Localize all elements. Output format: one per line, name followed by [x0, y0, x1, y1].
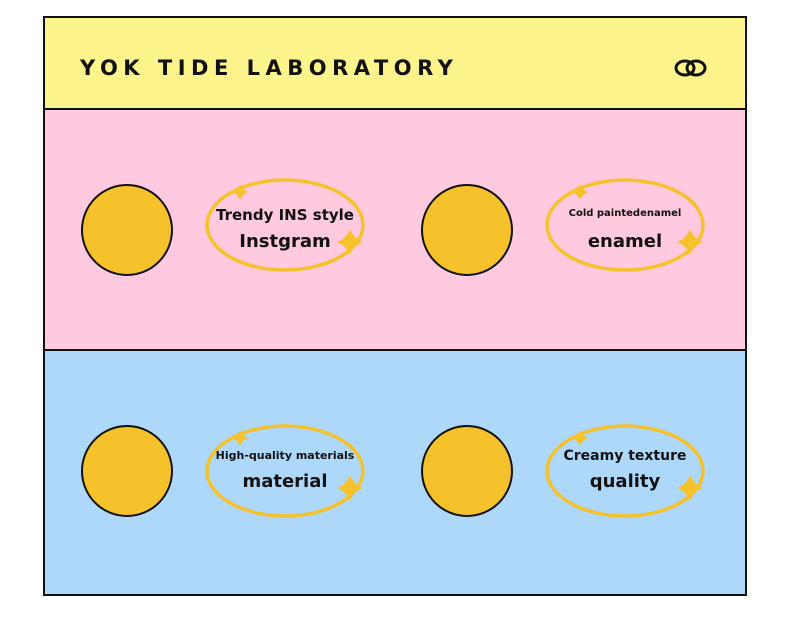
sparkle-oval-icon: [205, 178, 365, 272]
feature-badge: High-quality materials material: [205, 424, 365, 520]
feature-badge: Creamy texture quality: [545, 424, 705, 520]
feature-circle: [81, 184, 173, 276]
feature-keyword: enamel: [587, 231, 663, 252]
feature-caption: High-quality materials: [215, 449, 355, 462]
feature-circle: [81, 425, 173, 517]
feature-keyword: Instgram: [239, 231, 331, 252]
feature-circle: [421, 425, 513, 517]
header-bar: YOK TIDE LABORATORY: [45, 18, 745, 110]
brand-title: YOK TIDE LABORATORY: [80, 56, 459, 80]
poster-frame: YOK TIDE LABORATORY: [43, 16, 747, 596]
feature-keyword: material: [242, 471, 328, 492]
feature-badge: Cold paintedenamel enamel: [545, 178, 705, 274]
feature-caption: Trendy INS style: [216, 206, 354, 224]
feature-circle: [421, 184, 513, 276]
feature-keyword: quality: [589, 471, 661, 492]
sparkle-oval-icon: [545, 178, 705, 272]
interlocking-rings-icon: [674, 59, 707, 77]
feature-caption: Cold paintedenamel: [568, 208, 682, 219]
sparkle-oval-icon: [545, 424, 705, 518]
feature-caption: Creamy texture: [563, 448, 687, 464]
sparkle-oval-icon: [205, 424, 365, 518]
feature-badge: Trendy INS style Instgram: [205, 178, 365, 274]
